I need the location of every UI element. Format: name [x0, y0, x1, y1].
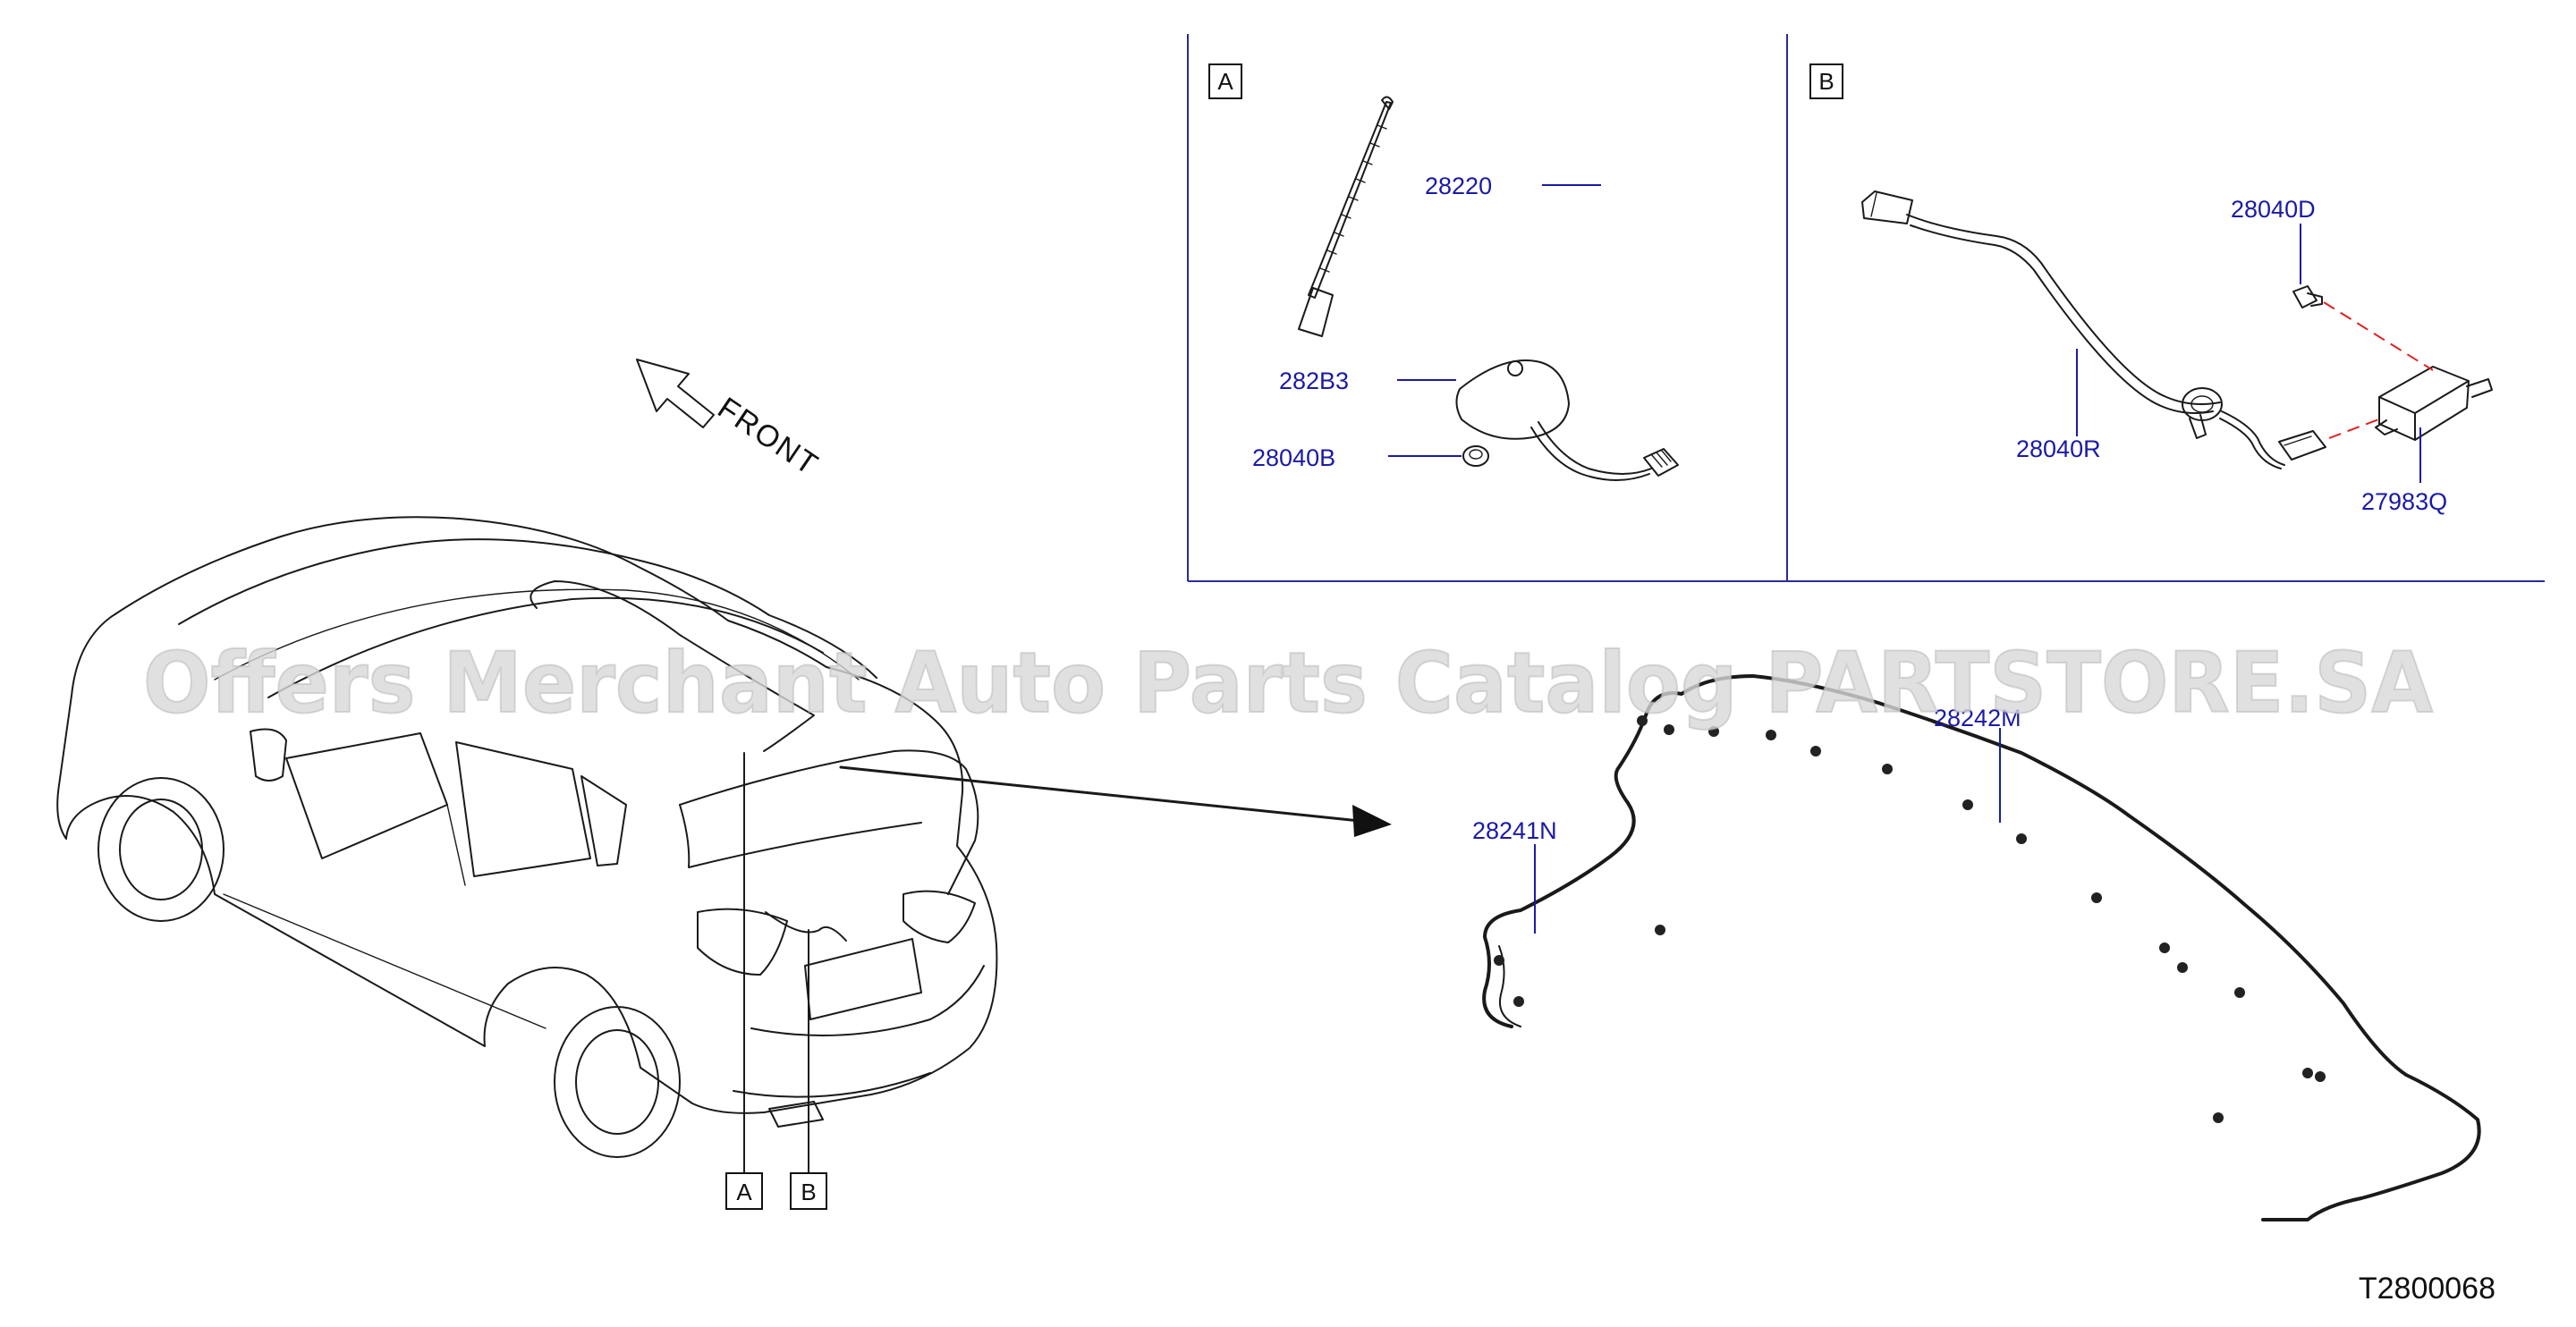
part-label-28241N: 28241N — [1472, 817, 1557, 844]
panel-b-letter: B — [1818, 68, 1834, 95]
callout-box-a: A — [725, 1172, 763, 1210]
roof-harness-drawing — [1482, 674, 2481, 1221]
bolt-drawing — [2292, 285, 2323, 309]
antenna-base-drawing — [1455, 359, 1679, 481]
diagram-code: T2800068 — [2359, 1272, 2496, 1306]
amplifier-drawing — [2375, 366, 2493, 441]
callout-box-b: B — [790, 1172, 827, 1210]
detail-pointer-arrow — [839, 765, 1392, 837]
part-label-28040D: 28040D — [2231, 196, 2316, 223]
watermark-text: Offers Merchant Auto Parts Catalog PARTS… — [143, 635, 2433, 732]
callout-b-letter: B — [801, 1179, 816, 1205]
panel-a-label-box: A — [1208, 63, 1242, 99]
part-label-28040R: 28040R — [2016, 435, 2101, 462]
antenna-rod-drawing — [1298, 96, 1394, 337]
front-label: FRONT — [712, 391, 826, 483]
grommet-drawing — [1462, 445, 1489, 467]
antenna-feeder-drawing — [1861, 190, 2326, 469]
detail-panels-frame — [1187, 34, 2545, 582]
front-direction-arrow: FRONT — [636, 359, 826, 483]
vehicle-drawing — [56, 516, 998, 1158]
part-label-28040B: 28040B — [1252, 444, 1335, 471]
callout-a-letter: A — [736, 1179, 752, 1205]
vehicle-roof-harness — [530, 580, 815, 752]
part-label-282B3: 282B3 — [1279, 368, 1349, 394]
harness-clips — [1494, 715, 2326, 1123]
panel-b-label-box: B — [1809, 63, 1843, 99]
part-label-28220: 28220 — [1425, 173, 1492, 199]
vehicle-rear-harness — [765, 911, 847, 942]
part-label-27983Q: 27983Q — [2361, 488, 2447, 515]
part-label-28242M: 28242M — [1934, 705, 2021, 731]
panel-a-letter: A — [1217, 68, 1233, 95]
